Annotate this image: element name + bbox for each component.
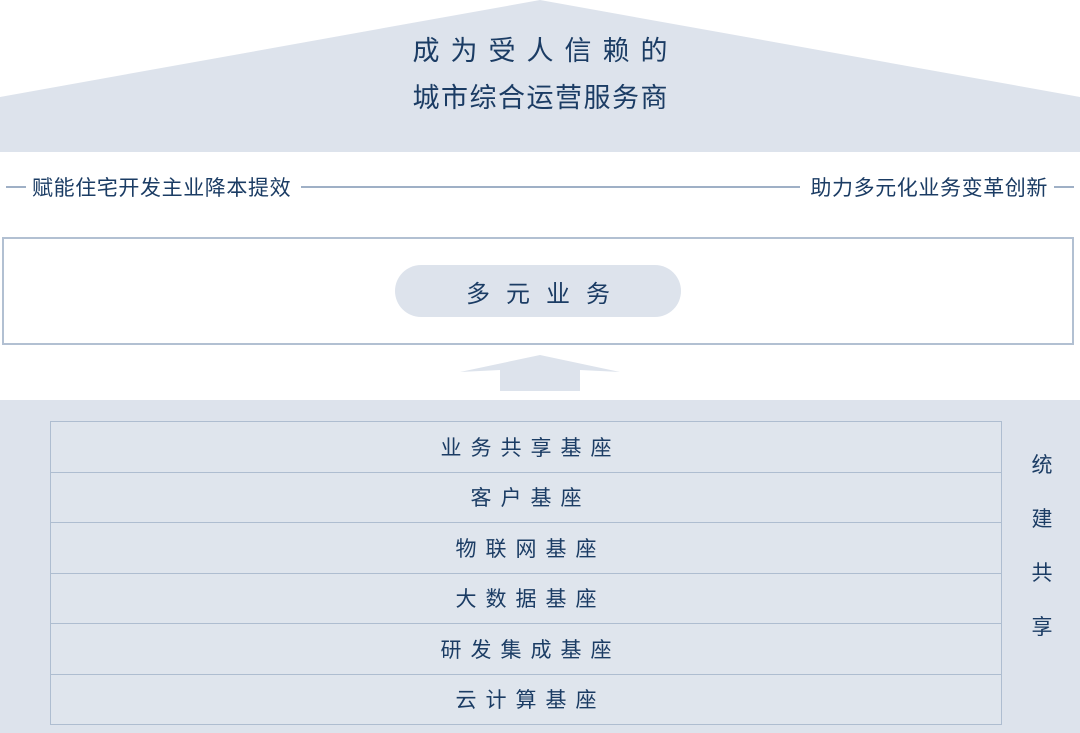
tagline-band: 赋能住宅开发主业降本提效 助力多元化业务变革创新 [0, 163, 1080, 211]
foundation-row-list: 业务共享基座 客户基座 物联网基座 大数据基座 研发集成基座 云计算基座 [50, 421, 1002, 725]
tagline-connector-rule [301, 186, 801, 188]
tagline-left-dash [6, 186, 26, 188]
diversified-business-label: 多元业务 [466, 280, 626, 308]
foundation-row[interactable]: 大数据基座 [50, 572, 1002, 624]
foundation-row-label: 云计算基座 [455, 689, 606, 713]
foundation-row-label: 业务共享基座 [440, 436, 621, 460]
side-label-char: 享 [1031, 616, 1053, 639]
foundation-row[interactable]: 物联网基座 [50, 522, 1002, 574]
foundation-row-label: 大数据基座 [455, 588, 606, 612]
unified-build-share-label: 统 建 共 享 [1022, 455, 1062, 638]
upward-flow-arrow [460, 355, 620, 391]
foundation-row-label: 物联网基座 [455, 537, 606, 561]
platform-foundation-panel: 业务共享基座 客户基座 物联网基座 大数据基座 研发集成基座 云计算基座 [0, 400, 1080, 733]
foundation-row[interactable]: 研发集成基座 [50, 623, 1002, 675]
tagline-right-text: 助力多元化业务变革创新 [810, 177, 1048, 200]
roof-pediment: 成为受人信赖的 城市综合运营服务商 [0, 0, 1080, 152]
side-label-char: 建 [1031, 508, 1053, 531]
side-label-char: 统 [1031, 454, 1053, 477]
foundation-row-label: 客户基座 [470, 487, 591, 511]
tagline-left-text: 赋能住宅开发主业降本提效 [32, 177, 292, 200]
diversified-business-box: 多元业务 [2, 237, 1074, 345]
up-arrow-icon [460, 355, 620, 391]
foundation-row-label: 研发集成基座 [440, 638, 621, 662]
diversified-business-pill[interactable]: 多元业务 [395, 265, 681, 317]
foundation-row[interactable]: 客户基座 [50, 471, 1002, 523]
foundation-row[interactable]: 云计算基座 [50, 673, 1002, 725]
side-label-char: 共 [1031, 562, 1053, 585]
roof-shape-icon [0, 0, 1080, 152]
tagline-right-dash [1054, 186, 1074, 188]
foundation-row[interactable]: 业务共享基座 [50, 421, 1002, 473]
